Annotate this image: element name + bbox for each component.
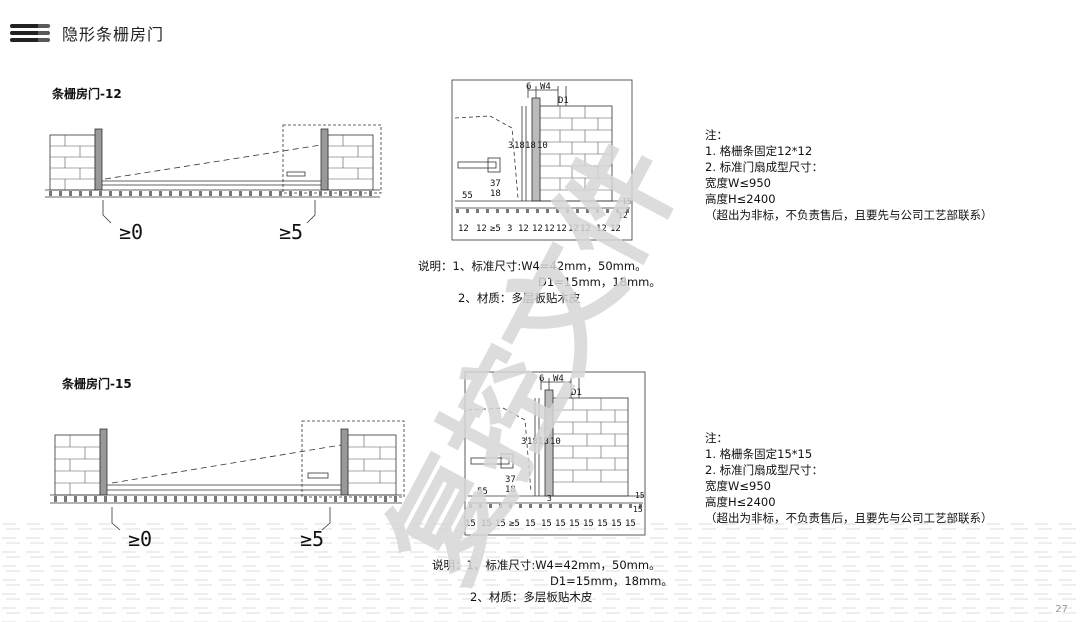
svg-text:3: 3 <box>521 437 526 447</box>
svg-text:W4: W4 <box>540 82 551 92</box>
svg-text:15: 15 <box>569 519 580 529</box>
svg-text:55: 55 <box>477 487 488 497</box>
section2-title: 条栅房门-15 <box>62 377 132 391</box>
svg-text:15: 15 <box>481 519 492 529</box>
section1-description-line2: D1=15mm，18mm。 <box>538 275 661 289</box>
svg-text:12: 12 <box>532 224 543 234</box>
section1-description-line1: 说明：1、标准尺寸:W4=42mm，50mm。 <box>418 259 647 273</box>
right-clearance-label: ≥5 <box>300 527 324 550</box>
right-wall <box>347 434 397 496</box>
svg-text:18: 18 <box>514 141 525 151</box>
right-clearance-label: ≥5 <box>279 220 303 244</box>
svg-text:12: 12 <box>458 224 469 234</box>
svg-text:D1: D1 <box>558 96 569 106</box>
background-pattern <box>0 520 1080 622</box>
svg-text:10: 10 <box>550 437 561 447</box>
svg-text:37: 37 <box>490 179 501 189</box>
right-wall <box>327 134 374 191</box>
svg-text:12: 12 <box>596 224 607 234</box>
svg-text:15: 15 <box>541 519 552 529</box>
section1-description-line3: 2、材质：多层板贴木皮 <box>458 291 581 305</box>
svg-text:15: 15 <box>622 197 632 206</box>
svg-text:12: 12 <box>610 224 621 234</box>
page-number: 27 <box>1055 604 1068 615</box>
svg-text:12: 12 <box>476 224 487 234</box>
svg-text:12: 12 <box>544 224 555 234</box>
svg-text:6: 6 <box>539 374 544 384</box>
svg-text:15: 15 <box>611 519 622 529</box>
svg-text:3: 3 <box>547 494 552 503</box>
svg-text:18: 18 <box>490 189 501 199</box>
section2-description-line1: 说明：1、标准尺寸:W4=42mm，50mm。 <box>432 558 661 572</box>
svg-text:18: 18 <box>525 141 536 151</box>
svg-text:≥5: ≥5 <box>490 224 501 234</box>
svg-text:15: 15 <box>555 519 566 529</box>
left-clearance-label: ≥0 <box>119 220 143 244</box>
section2-detail-drawing: 6 W4 D1 3 18 18 10 55 18 37 3 15 15 15 ≥… <box>464 371 646 536</box>
svg-text:18: 18 <box>538 437 549 447</box>
svg-text:15: 15 <box>465 519 476 529</box>
svg-text:15: 15 <box>583 519 594 529</box>
svg-text:15: 15 <box>625 519 636 529</box>
svg-text:12: 12 <box>618 211 628 220</box>
section2-description-line2: D1=15mm，18mm。 <box>550 574 673 588</box>
svg-text:15: 15 <box>495 519 506 529</box>
svg-text:55: 55 <box>462 191 473 201</box>
svg-text:≥5: ≥5 <box>509 519 520 529</box>
svg-text:15: 15 <box>633 505 643 514</box>
left-wall <box>54 434 101 496</box>
header-logo-icon <box>10 24 50 42</box>
left-clearance-label: ≥0 <box>128 527 152 550</box>
svg-text:12: 12 <box>556 224 567 234</box>
section1-detail-drawing: 6 W4 D1 3 18 18 10 55 18 37 12 12 ≥5 3 1… <box>451 79 633 241</box>
section1-elevation-drawing: ≥0 ≥5 <box>45 124 382 244</box>
svg-text:37: 37 <box>505 475 516 485</box>
svg-text:6: 6 <box>526 82 531 92</box>
svg-text:15: 15 <box>635 491 645 500</box>
section2-elevation-drawing: ≥0 ≥5 <box>50 420 405 550</box>
svg-text:3: 3 <box>507 224 512 234</box>
svg-text:10: 10 <box>537 141 548 151</box>
svg-text:15: 15 <box>525 519 536 529</box>
svg-text:15: 15 <box>597 519 608 529</box>
left-wall <box>49 134 96 191</box>
svg-text:12: 12 <box>568 224 579 234</box>
svg-text:3: 3 <box>508 141 513 151</box>
svg-text:12: 12 <box>580 224 591 234</box>
svg-text:D1: D1 <box>571 388 582 398</box>
svg-text:W4: W4 <box>553 374 564 384</box>
svg-text:12: 12 <box>518 224 529 234</box>
svg-text:18: 18 <box>505 485 516 495</box>
section1-title: 条栅房门-12 <box>52 87 122 101</box>
svg-text:18: 18 <box>527 437 538 447</box>
page-title: 隐形条栅房门 <box>62 25 165 44</box>
section2-description-line3: 2、材质：多层板贴木皮 <box>470 590 593 604</box>
